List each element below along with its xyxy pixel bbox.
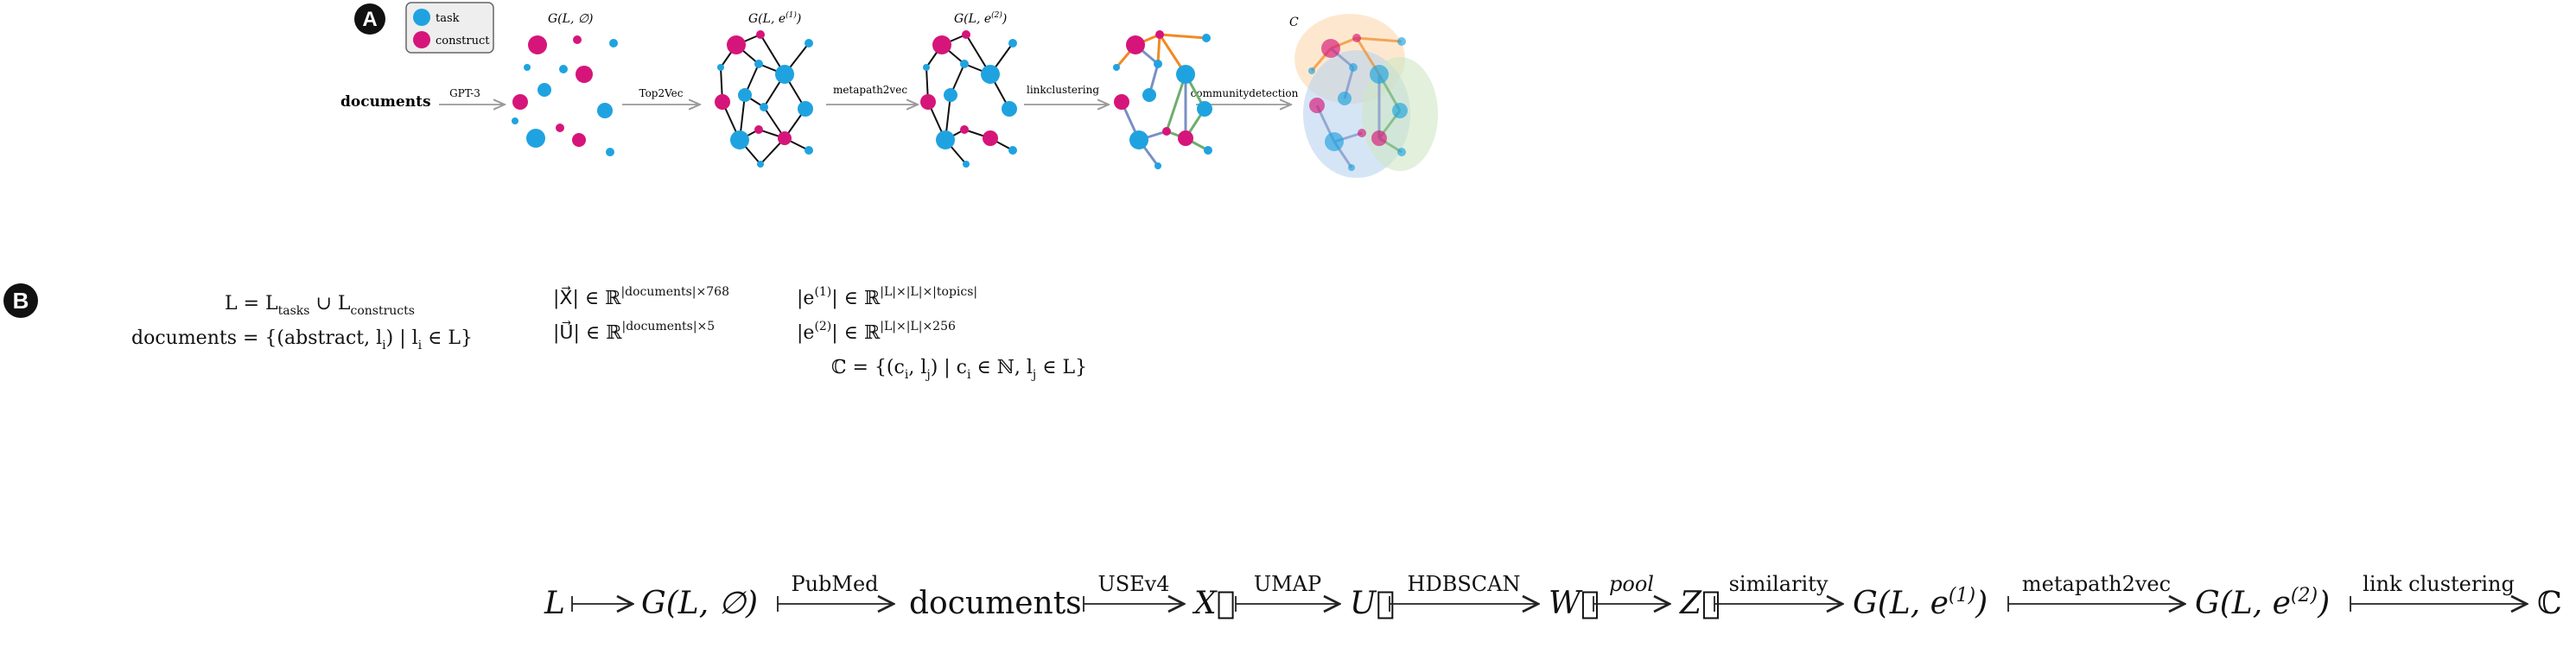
graph-titles: G(L, ∅) G(L, e(1)) G(L, e(2)) C: [548, 10, 1299, 29]
pipeline-label-hdbscan: HDBSCAN: [1408, 572, 1521, 596]
pipeline-node-g-e2: G(L, e(2)): [2195, 585, 2330, 621]
graph-e2: [920, 30, 1017, 168]
graph-link-clusters: [1113, 30, 1212, 169]
clusters-definition: ℂ = {(ci, lj) | ci ∈ ℕ, lj ∈ L}: [831, 357, 1087, 382]
pipeline-labels: PubMed USEv4 UMAP HDBSCAN pool similarit…: [791, 572, 2514, 596]
pipeline-label-similarity: similarity: [1729, 572, 1829, 596]
pipeline-node-x: X⃗: [1192, 586, 1235, 621]
badge-a-label: A: [362, 8, 377, 31]
pipeline-label-pubmed: PubMed: [791, 572, 878, 596]
legend-task-label: task: [436, 12, 460, 25]
panel-b: B L = Ltasks ∪ Lconstructs documents = {…: [3, 283, 1087, 382]
arrow-label-gpt3: GPT-3: [449, 87, 480, 99]
pipeline-label-pool: pool: [1609, 572, 1654, 596]
pipeline-node-g-e1: G(L, e(1)): [1853, 585, 1988, 621]
badge-a: A: [354, 3, 385, 35]
arrow-label-top2vec: Top2Vec: [639, 87, 684, 99]
legend-construct-label: construct: [436, 35, 490, 48]
panel-a-documents-label: documents: [340, 93, 431, 111]
pipeline-arrows: [571, 596, 2527, 612]
panel-a: A task construct documents GPT-3 Top2Vec…: [340, 2, 1438, 178]
pipeline-node-u: U⃗: [1350, 586, 1395, 621]
pipeline-label-usev4: USEv4: [1097, 572, 1169, 596]
pipeline-node-l: L: [544, 586, 565, 621]
pipeline-label-link-clustering: link clustering: [2363, 572, 2515, 596]
legend-task-swatch: [413, 9, 430, 26]
e2-dimension: |e(2)| ∈ ℝ|L|×|L|×256: [797, 320, 956, 344]
legend: task construct: [405, 2, 494, 54]
arrow-label-communitydetection: communitydetection: [1191, 87, 1299, 99]
badge-b-label: B: [13, 288, 29, 314]
l-definition: L = Ltasks ∪ Lconstructs: [225, 293, 415, 318]
e1-dimension: |e(1)| ∈ ℝ|L|×|L|×|topics|: [797, 285, 977, 309]
graph-e1: [715, 30, 813, 168]
x-dimension: |X⃗| ∈ ℝ|documents|×768: [553, 285, 729, 309]
pipeline-label-metapath2vec: metapath2vec: [2022, 572, 2171, 596]
pipeline-node-clusters: ℂ: [2537, 586, 2562, 621]
pipeline-row: L G(L, ∅) documents X⃗ U⃗ W⃗ Z⃗ G(L, e(1…: [544, 572, 2562, 621]
arrow-label-linkclustering: linkclustering: [1027, 84, 1099, 96]
panel-a-arrows: GPT-3 Top2Vec metapath2vec linkclusterin…: [439, 84, 1299, 105]
pipeline-node-z: Z⃗: [1679, 586, 1721, 621]
graph-title-c: C: [1289, 16, 1299, 29]
documents-definition: documents = {(abstract, li) | li ∈ L}: [131, 327, 473, 352]
graph-no-edges: [512, 35, 618, 156]
u-dimension: |U⃗| ∈ ℝ|documents|×5: [553, 320, 715, 344]
pipeline-node-g-empty: G(L, ∅): [641, 586, 758, 621]
graph-communities: [1294, 14, 1438, 178]
badge-b: B: [3, 283, 38, 318]
legend-construct-swatch: [413, 31, 430, 48]
pipeline-node-documents: documents: [909, 586, 1082, 621]
arrow-label-metapath2vec: metapath2vec: [833, 84, 907, 96]
graph-title-e2: G(L, e(2)): [954, 10, 1007, 26]
graph-title-e1: G(L, e(1)): [748, 10, 801, 26]
pipeline-node-w: W⃗: [1549, 586, 1600, 621]
pipeline-label-umap: UMAP: [1254, 572, 1321, 596]
graph-title-empty: G(L, ∅): [548, 12, 594, 26]
